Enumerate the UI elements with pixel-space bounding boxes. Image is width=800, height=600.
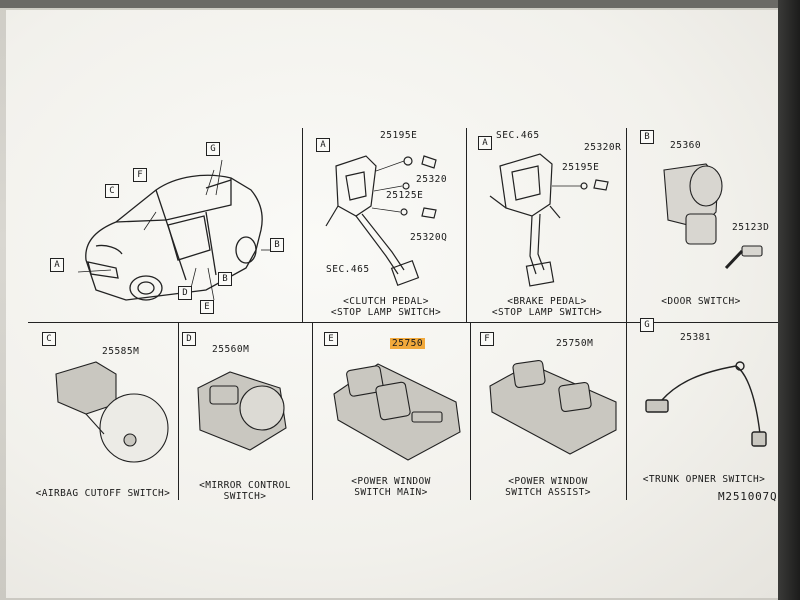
part-number: 25320Q — [410, 232, 448, 243]
panel-letter-pw-assist: F — [480, 332, 494, 346]
vertical-divider-2 — [466, 128, 467, 322]
callout-c: C — [105, 184, 119, 198]
part-number: 25320 — [416, 174, 448, 185]
parts-diagram-sheet: G F C A B B D E A 25195E 25320 25125E 25… — [6, 10, 780, 598]
horizontal-divider — [28, 322, 780, 323]
mirror-switch-drawing — [197, 371, 287, 451]
monitor-top-bezel — [0, 0, 800, 8]
vertical-divider-1 — [302, 128, 303, 322]
callout-e: E — [200, 300, 214, 314]
airbag-switch-drawing — [55, 361, 169, 463]
part-number: 25560M — [212, 344, 250, 355]
panel-letter-pw-main: E — [324, 332, 338, 346]
caption-pw-assist-line1: <POWER WINDOW — [508, 476, 588, 487]
car-overview-drawing — [77, 159, 276, 301]
door-switch-drawing — [663, 163, 763, 270]
callout-a: A — [50, 258, 64, 272]
trunk-switch-drawing — [645, 361, 767, 447]
panel-letter-clutch: A — [316, 138, 330, 152]
vertical-divider-3 — [626, 128, 627, 322]
caption-brake-line1: <BRAKE PEDAL> — [507, 296, 587, 307]
caption-mirror-line1: <MIRROR CONTROL — [199, 480, 291, 491]
part-number: 25320R — [584, 142, 622, 153]
power-window-main-drawing — [333, 363, 461, 461]
caption-clutch-line1: <CLUTCH PEDAL> — [343, 296, 429, 307]
caption-brake-line2: <STOP LAMP SWITCH> — [491, 307, 603, 318]
monitor-right-bezel — [778, 0, 800, 600]
caption-pw-assist-line2: SWITCH ASSIST> — [505, 487, 591, 498]
callout-d: D — [178, 286, 192, 300]
caption-pw-main-line2: SWITCH MAIN> — [354, 487, 428, 498]
caption-pw-main-line1: <POWER WINDOW — [351, 476, 431, 487]
document-id: M251007Q — [718, 490, 778, 503]
callout-b-lower: B — [218, 272, 232, 286]
callout-b-right: B — [270, 238, 284, 252]
part-number: SEC.465 — [326, 264, 370, 275]
panel-letter-trunk: G — [640, 318, 654, 332]
caption-airbag: <AIRBAG CUTOFF SWITCH> — [35, 488, 171, 499]
caption-door: <DOOR SWITCH> — [661, 296, 741, 307]
panel-letter-door: B — [640, 130, 654, 144]
part-number: 25125E — [386, 190, 424, 201]
panel-letter-mirror: D — [182, 332, 196, 346]
caption-mirror-line2: SWITCH> — [223, 491, 267, 502]
caption-clutch-line2: <STOP LAMP SWITCH> — [330, 307, 442, 318]
part-number: 25750M — [556, 338, 594, 349]
panel-letter-brake: A — [478, 136, 492, 150]
part-number: 25381 — [680, 332, 712, 343]
vertical-divider-6 — [470, 322, 471, 500]
part-number: 25360 — [670, 140, 702, 151]
part-number-highlighted: 25750 — [390, 338, 426, 349]
vertical-divider-5 — [312, 322, 313, 500]
vertical-divider-4 — [178, 322, 179, 500]
part-number: 25195E — [562, 162, 600, 173]
part-number: 25195E — [380, 130, 418, 141]
power-window-assist-drawing — [489, 359, 617, 455]
part-number: 25123D — [732, 222, 770, 233]
brake-pedal-drawing — [489, 153, 609, 287]
vertical-divider-7 — [626, 322, 627, 500]
clutch-pedal-drawing — [325, 155, 437, 286]
caption-trunk: <TRUNK OPNER SWITCH> — [642, 474, 766, 485]
callout-f: F — [133, 168, 147, 182]
panel-letter-airbag: C — [42, 332, 56, 346]
callout-g: G — [206, 142, 220, 156]
part-number: SEC.465 — [496, 130, 540, 141]
part-number: 25585M — [102, 346, 140, 357]
